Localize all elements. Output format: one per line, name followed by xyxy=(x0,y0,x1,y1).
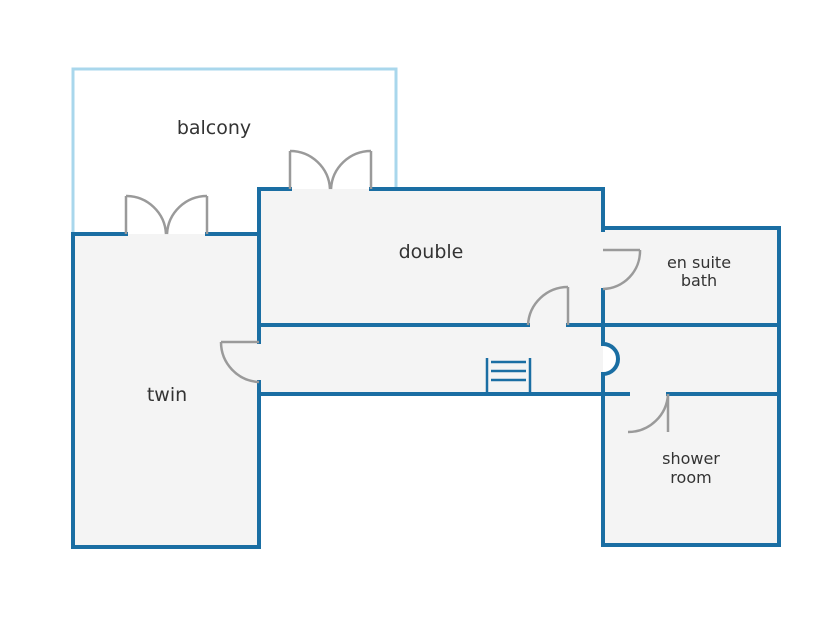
doors xyxy=(124,149,670,434)
door-double-hallway xyxy=(526,285,570,326)
balcony-outline xyxy=(71,67,398,233)
double-door-double-to-balcony xyxy=(288,149,373,190)
double-room-floor xyxy=(259,189,603,325)
staircase-icon xyxy=(485,358,532,393)
en-suite-bath-label-line1: en suite xyxy=(667,253,731,272)
walls xyxy=(71,187,781,549)
shower-room-label-line2: room xyxy=(670,468,711,487)
room-floors xyxy=(73,189,779,547)
shower-room-floor xyxy=(603,394,779,545)
double-label: double xyxy=(399,241,464,263)
hallway-floor xyxy=(259,325,779,394)
balcony-label: balcony xyxy=(177,117,251,139)
en-suite-bath-floor xyxy=(603,228,779,325)
en-suite-bath-label-line2: bath xyxy=(681,271,717,290)
twin-label: twin xyxy=(147,384,187,406)
balcony-area xyxy=(71,67,398,233)
twin-room-floor xyxy=(73,234,259,547)
cupboard-alcove xyxy=(602,342,620,376)
door-en-suite xyxy=(602,248,642,291)
door-shower-room xyxy=(627,393,670,434)
double-door-twin-to-balcony xyxy=(124,194,209,235)
door-twin-hallway xyxy=(219,340,260,384)
shower-room-label-line1: shower xyxy=(662,449,720,468)
